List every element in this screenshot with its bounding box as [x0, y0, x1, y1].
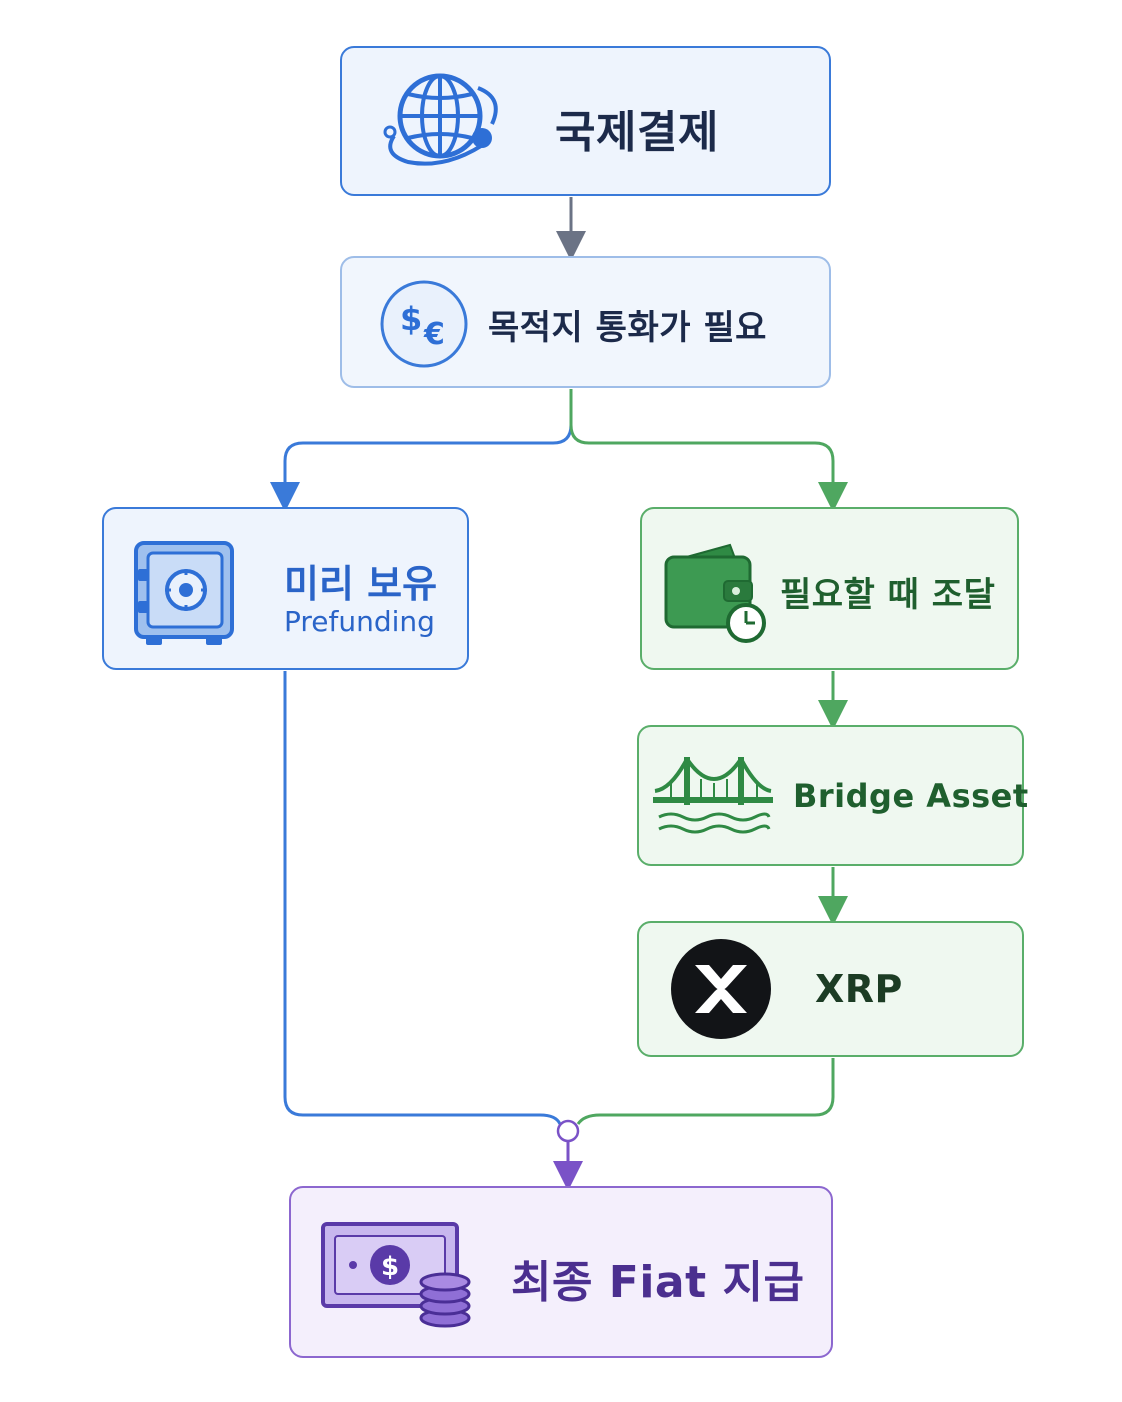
node-on-demand: 필요할 때 조달	[640, 507, 1019, 670]
node-fiat-payout: $ 최종 Fiat 지급	[289, 1186, 833, 1358]
node-destination-currency: $ € 목적지 통화가 필요	[340, 256, 831, 388]
node-international-payment: 국제결제	[340, 46, 831, 196]
node-xrp-label: XRP	[815, 967, 903, 1011]
cash-coins-icon: $	[321, 1220, 477, 1340]
globe-icon	[378, 68, 508, 182]
line-xrp-to-merge	[576, 1058, 835, 1125]
node-prefunding: 미리 보유 Prefunding	[102, 507, 469, 670]
node-international-payment-label: 국제결제	[555, 107, 719, 158]
safe-icon	[132, 539, 236, 653]
node-bridge-asset-label: Bridge Asset	[793, 777, 1029, 815]
arrow-destination-to-prefunding	[270, 389, 573, 512]
svg-text:$: $	[381, 1252, 399, 1282]
node-fiat-payout-label: 최종 Fiat 지급	[511, 1257, 805, 1308]
xrp-logo-icon	[669, 937, 773, 1045]
node-prefunding-label-en: Prefunding	[284, 605, 435, 638]
svg-text:€: €	[423, 317, 445, 352]
bridge-icon	[653, 753, 773, 843]
svg-text:$: $	[400, 300, 422, 338]
node-destination-currency-label: 목적지 통화가 필요	[488, 308, 767, 348]
line-prefunding-to-merge	[283, 671, 562, 1125]
wallet-clock-icon	[664, 539, 768, 649]
node-prefunding-label-ko: 미리 보유	[284, 562, 438, 606]
node-xrp: XRP	[637, 921, 1024, 1057]
node-bridge-asset: Bridge Asset	[637, 725, 1028, 866]
arrow-destination-to-ondemand	[569, 389, 848, 512]
node-on-demand-label: 필요할 때 조달	[780, 575, 996, 615]
merge-junction	[556, 1119, 580, 1143]
currency-exchange-icon: $ €	[378, 278, 470, 374]
